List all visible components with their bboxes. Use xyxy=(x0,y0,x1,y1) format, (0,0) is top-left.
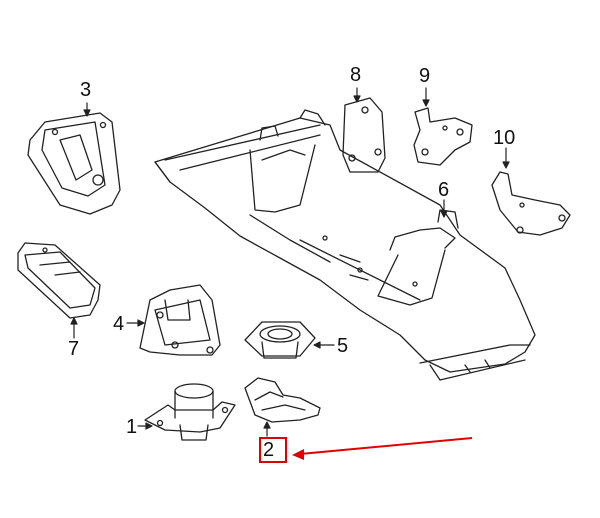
callout-4: 4 xyxy=(113,313,125,335)
callout-8: 8 xyxy=(350,64,362,86)
callout-9: 9 xyxy=(419,65,431,87)
callout-1: 1 xyxy=(126,416,138,438)
leader-lines xyxy=(70,87,510,437)
transmission-crossmember xyxy=(154,109,536,381)
part-5-isolator xyxy=(244,321,316,359)
highlight-box-part-2 xyxy=(259,437,287,463)
part-1-mount xyxy=(144,383,236,441)
part-8-bracket xyxy=(342,97,386,173)
callout-7: 7 xyxy=(68,338,80,360)
part-3-mount-bracket xyxy=(27,112,121,215)
callout-6: 6 xyxy=(438,179,450,201)
part-2-heat-shield xyxy=(244,377,321,423)
part-7-bracket xyxy=(17,242,101,319)
part-4-engine-mount xyxy=(139,284,221,356)
callout-10: 10 xyxy=(493,127,516,149)
part-9-bracket xyxy=(413,107,473,166)
callout-3: 3 xyxy=(80,79,92,101)
callout-5: 5 xyxy=(337,335,349,357)
callout-2: 2 xyxy=(263,439,275,461)
part-10-bracket xyxy=(491,171,571,236)
highlight-arrow xyxy=(292,437,473,460)
